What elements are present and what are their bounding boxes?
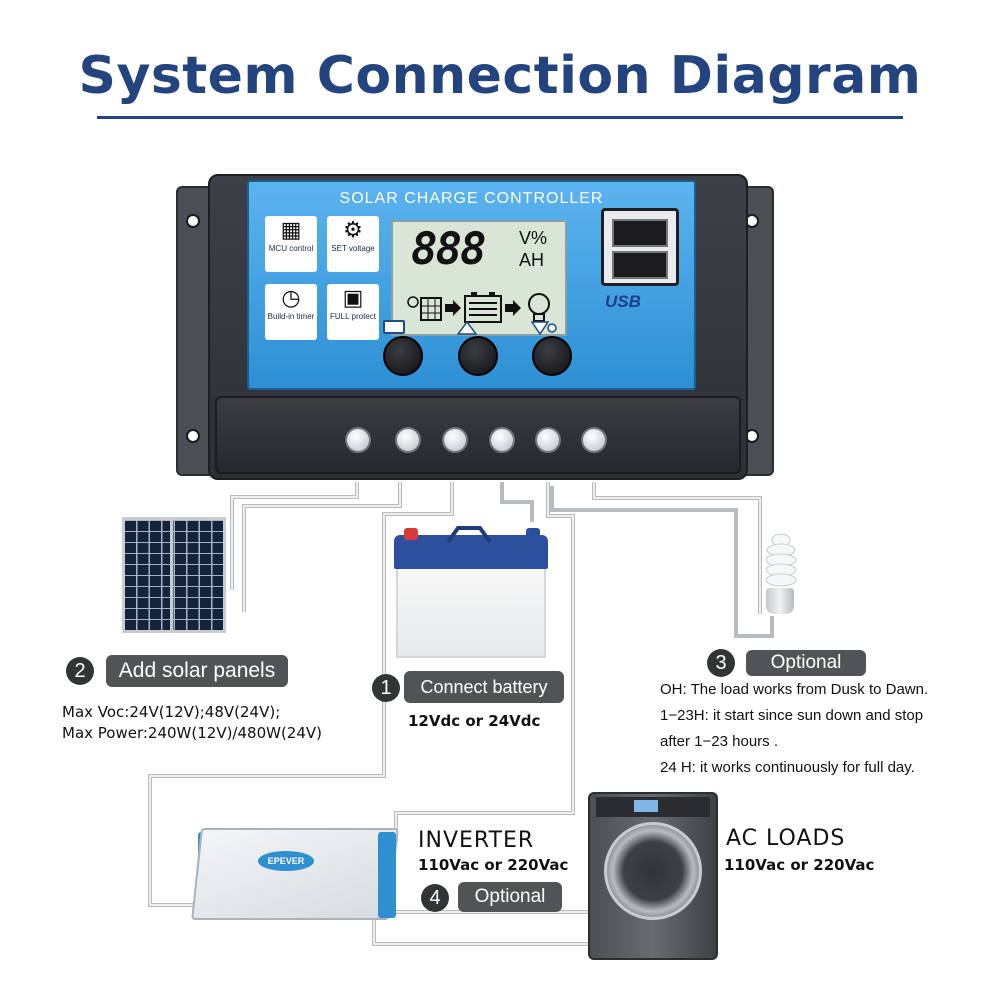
inverter-brand-logo: EPEVER	[258, 851, 314, 871]
up-button[interactable]	[458, 336, 498, 376]
battery-icon	[464, 292, 502, 323]
wire-solar-1	[230, 482, 359, 590]
lcd-unit-top: V%	[519, 228, 548, 248]
timer-info-line: 1−23H: it start since sun down and stop	[660, 707, 924, 724]
cfl-bulb-image	[765, 533, 797, 587]
wire-inverter-washer-2	[372, 920, 592, 946]
mount-hole	[186, 429, 200, 443]
chip-icon: ▦	[280, 217, 302, 242]
terminal-block	[215, 396, 741, 474]
washer-door	[604, 822, 702, 920]
solar-panel-divider	[170, 518, 173, 632]
inverter-title: INVERTER	[418, 828, 535, 853]
battery-voltage: 12Vdc or 24Vdc	[408, 712, 541, 730]
down-button[interactable]	[532, 336, 572, 376]
step-number-3: 3	[707, 649, 735, 677]
bulb-icon	[528, 293, 550, 322]
terminal-solar-negative	[395, 427, 421, 453]
up-arrow-icon	[456, 320, 478, 335]
timer-info-line: after 1−23 hours .	[660, 733, 778, 750]
title-underline	[97, 116, 903, 119]
wire-load-2	[546, 482, 774, 638]
feature-build-in-timer: ◷ Build-in timer	[265, 284, 317, 340]
mount-hole	[186, 214, 200, 228]
step-number-1: 1	[372, 674, 400, 702]
clock-icon: ◷	[281, 285, 301, 310]
step-label-optional-inverter: Optional	[458, 882, 562, 912]
step-label-connect-battery: Connect battery first	[404, 671, 564, 729]
lcd-digits: 888	[411, 224, 486, 275]
gear-icon: ⚙	[343, 217, 363, 242]
step-number-4: 4	[421, 884, 449, 912]
menu-icon	[383, 320, 405, 334]
washer-display	[634, 800, 658, 812]
arrow-icon	[505, 300, 521, 316]
step-label-add-solar-panels: Add solar panels	[106, 655, 288, 687]
lock-icon: ▣	[342, 285, 364, 310]
step-number-2: 2	[66, 657, 94, 685]
feature-mcu-control: ▦ MCU control	[265, 216, 317, 272]
solar-panel-image	[122, 517, 226, 633]
battery-terminal-positive	[404, 528, 418, 540]
terminal-battery-negative	[489, 427, 515, 453]
controller-faceplate: SOLAR CHARGE CONTROLLER ▦ MCU control ⚙ …	[247, 180, 696, 390]
spec-voc: Max Voc:24V(12V);48V(24V);	[62, 703, 281, 721]
feature-label: MCU control	[268, 244, 314, 253]
terminal-battery-positive	[442, 427, 468, 453]
inverter-voltage: 110Vac or 220Vac	[418, 856, 569, 874]
timer-info-line: OH: The load works from Dusk to Dawn.	[660, 681, 929, 698]
spec-power: Max Power:240W(12V)/480W(24V)	[62, 724, 323, 742]
battery-lid	[394, 535, 548, 569]
feature-label: SET voltage	[331, 244, 375, 253]
terminal-solar-positive	[345, 427, 371, 453]
lcd-unit-bottom: AH	[519, 250, 545, 270]
timer-info-line: 24 H: it works continuously for full day…	[660, 759, 915, 776]
down-load-icon	[530, 320, 557, 336]
ac-loads-title: AC LOADS	[726, 826, 846, 851]
battery-handle	[446, 526, 492, 544]
bulb-base	[766, 588, 794, 614]
sun-panel-icon	[407, 296, 442, 321]
feature-set-voltage: ⚙ SET voltage	[327, 216, 379, 272]
battery-terminal-negative	[526, 528, 540, 540]
usb-port[interactable]	[612, 219, 668, 247]
terminal-load-negative	[581, 427, 607, 453]
feature-label: Build-in timer	[267, 312, 315, 321]
controller-title: SOLAR CHARGE CONTROLLER	[339, 190, 604, 207]
usb-ports	[601, 208, 679, 286]
step-label-optional-load: Optional	[746, 650, 866, 676]
usb-port[interactable]	[612, 251, 668, 279]
lcd-display: 888 V% AH	[391, 220, 567, 336]
battery-image	[396, 566, 546, 658]
inverter-end-cap	[378, 832, 396, 918]
wire-battery-2	[500, 482, 534, 522]
page-title: System Connection Diagram	[78, 46, 922, 106]
ac-loads-voltage: 110Vac or 220Vac	[724, 856, 875, 874]
arrow-icon	[445, 300, 461, 316]
menu-button[interactable]	[383, 336, 423, 376]
feature-label: FULL protect	[330, 312, 376, 321]
terminal-load-positive	[535, 427, 561, 453]
lcd-flow-icons	[407, 292, 550, 323]
wire-solar-2	[242, 482, 402, 612]
inverter-image	[191, 828, 399, 920]
feature-full-protect: ▣ FULL protect	[327, 284, 379, 340]
usb-label: USB	[605, 292, 641, 311]
